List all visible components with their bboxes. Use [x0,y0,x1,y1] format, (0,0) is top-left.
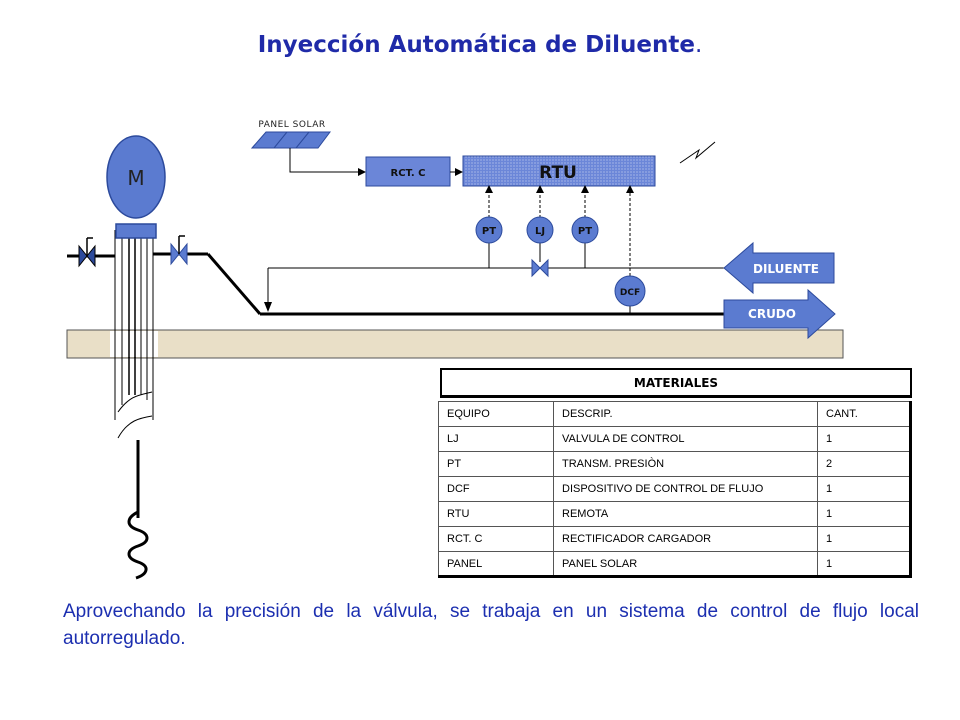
title-period: . [694,32,703,58]
table-cell-cant: 1 [817,526,911,552]
ground-strip [66,329,844,359]
table-row: PT TRANSM. PRESIÒN 2 [438,451,911,477]
lj-label: LJ [535,226,545,237]
caption-text: Aprovechando la precisión de la válvula,… [63,601,919,649]
lj-instrument [526,216,554,244]
sucker-rod-spring [127,510,149,580]
diluente-arrow [723,241,835,295]
rct-box [365,156,451,187]
pt-left-label: PT [482,226,496,237]
valve-left-icon [78,237,96,268]
table-cell-equipo: RCT. C [438,526,554,552]
dcf-label: DCF [620,288,640,298]
table-cell-descrip: PANEL SOLAR [553,551,818,577]
solar-panel-label: PANEL SOLAR [258,120,325,130]
radio-link-icon [679,141,716,164]
table-cell-descrip: VALVULA DE CONTROL [553,426,818,452]
ground-gap [110,331,158,357]
table-cell-cant: 2 [817,451,911,477]
rtu-box [462,155,656,187]
solar-arrowhead [358,168,366,176]
crudo-arrow [723,288,836,340]
pt-right-label: PT [578,226,592,237]
table-cell-descrip: REMOTA [553,501,818,527]
title-text: Inyección Automática de Diluente [257,32,695,58]
valve-right-icon [170,235,188,266]
table-cell-cant: 1 [817,551,911,577]
solar-to-rct-line [289,148,364,173]
table-cell-equipo: PT [438,451,554,477]
dcf-instrument [614,275,646,307]
diluente-label: DILUENTE [753,262,819,276]
table-cell-equipo: PANEL [438,551,554,577]
table-cell-equipo: RTU [438,501,554,527]
table-row: LJ VALVULA DE CONTROL 1 [438,426,911,452]
lj-control-valve-icon [531,258,549,278]
motor-label: M [127,166,144,190]
table-cell-cant: 1 [817,476,911,502]
signal-lines [488,192,631,276]
pt-left-instrument [475,216,503,244]
well-casing [114,230,154,518]
signal-arrowheads [485,185,634,193]
table-row: DCF DISPOSITIVO DE CONTROL DE FLUJO 1 [438,476,911,502]
table-row: RCT. C RECTIFICADOR CARGADOR 1 [438,526,911,552]
table-row: EQUIPO DESCRIP. CANT. [438,401,911,427]
table-cell-cant: CANT. [817,401,911,427]
table-cell-descrip: DESCRIP. [553,401,818,427]
table-cell-equipo: LJ [438,426,554,452]
rct-label: RCT. C [391,168,426,179]
page-title: Inyección Automática de Diluente. [0,32,960,58]
solar-panel-icon [250,131,331,149]
table-row: RTU REMOTA 1 [438,501,911,527]
materials-header: MATERIALES [440,368,912,398]
table-row: PANEL PANEL SOLAR 1 [438,551,911,577]
injection-diagram: M PANEL SOLAR RCT. C RTU [66,120,844,580]
table-cell-descrip: DISPOSITIVO DE CONTROL DE FLUJO [553,476,818,502]
diluent-junction-arrow [264,302,272,312]
pt-right-instrument [571,216,599,244]
wellhead [115,223,157,239]
crudo-label: CRUDO [748,307,796,321]
table-cell-equipo: DCF [438,476,554,502]
rct-arrowhead [455,168,463,176]
motor [106,135,166,219]
materials-table: EQUIPO DESCRIP. CANT. LJ VALVULA DE CONT… [438,401,912,578]
table-cell-equipo: EQUIPO [438,401,554,427]
table-cell-descrip: TRANSM. PRESIÒN [553,451,818,477]
table-cell-descrip: RECTIFICADOR CARGADOR [553,526,818,552]
table-cell-cant: 1 [817,426,911,452]
rtu-label: RTU [539,163,577,183]
table-cell-cant: 1 [817,501,911,527]
